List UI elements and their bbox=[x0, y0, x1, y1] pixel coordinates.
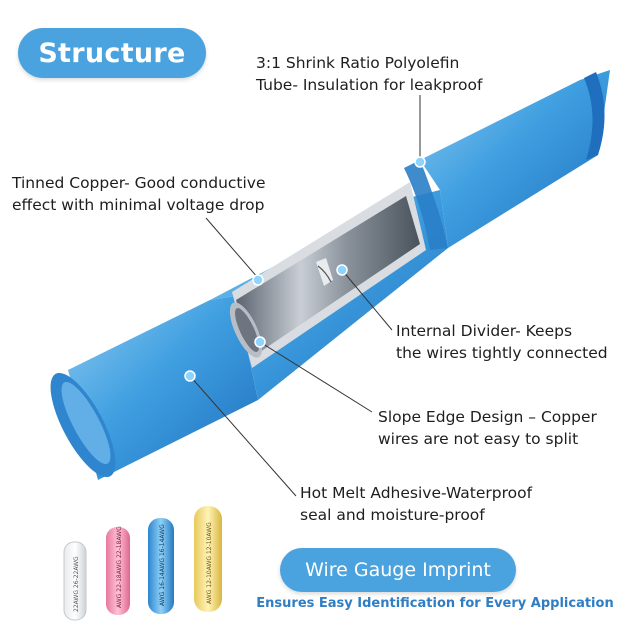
svg-text:AWG 22-18AWG 22-18AWG: AWG 22-18AWG 22-18AWG bbox=[116, 526, 123, 608]
callout-line: Slope Edge Design – Copper bbox=[378, 408, 597, 426]
tinned-copper-barrel bbox=[229, 182, 426, 368]
callout-line: seal and moisture-proof bbox=[300, 506, 485, 524]
footer-subtitle: Ensures Easy Identification for Every Ap… bbox=[256, 596, 614, 611]
callout-adhesive: Hot Melt Adhesive-Waterproof seal and mo… bbox=[300, 482, 532, 526]
page-title: Structure bbox=[18, 28, 206, 78]
white-connector: 22AWG 26-22AWG bbox=[63, 541, 87, 621]
callout-line: wires are not easy to split bbox=[378, 430, 579, 448]
callout-slope: Slope Edge Design – Copper wires are not… bbox=[378, 406, 597, 450]
copper-callout-dot bbox=[252, 274, 264, 286]
callout-tube: 3:1 Shrink Ratio Polyolefin Tube- Insula… bbox=[256, 52, 482, 96]
slope-callout-dot bbox=[254, 336, 266, 348]
svg-text:AWG 12-10AWG 12-10AWG: AWG 12-10AWG 12-10AWG bbox=[206, 522, 213, 604]
callout-line: Hot Melt Adhesive-Waterproof bbox=[300, 484, 533, 502]
blue-connector: AWG 16-14AWG 16-14AWG bbox=[148, 518, 174, 614]
callout-line: Tube- Insulation for leakproof bbox=[256, 76, 483, 94]
callout-line: 3:1 Shrink Ratio Polyolefin bbox=[256, 54, 460, 72]
callout-line: Internal Divider- Keeps bbox=[396, 322, 573, 340]
svg-text:22AWG 26-22AWG: 22AWG 26-22AWG bbox=[73, 556, 80, 612]
callout-pointers bbox=[189, 95, 421, 497]
pink-connector: AWG 22-18AWG 22-18AWG bbox=[106, 526, 130, 615]
callout-line: Tinned Copper- Good conductive bbox=[12, 174, 266, 192]
callout-line: effect with minimal voltage drop bbox=[12, 196, 265, 214]
callout-line: the wires tightly connected bbox=[396, 344, 608, 362]
sample-connectors: 22AWG 26-22AWG AWG 22-18AWG 22-18AWG AWG… bbox=[63, 506, 222, 621]
svg-text:AWG 16-14AWG 16-14AWG: AWG 16-14AWG 16-14AWG bbox=[159, 524, 166, 606]
wire-gauge-badge: Wire Gauge Imprint bbox=[280, 548, 516, 592]
adhesive-callout-dot bbox=[184, 370, 196, 382]
divider-callout-dot bbox=[336, 264, 348, 276]
tube-callout-dot bbox=[414, 156, 426, 168]
callout-divider: Internal Divider- Keeps the wires tightl… bbox=[396, 320, 608, 364]
callout-copper: Tinned Copper- Good conductive effect wi… bbox=[12, 172, 266, 216]
yellow-connector: AWG 12-10AWG 12-10AWG bbox=[194, 506, 222, 612]
